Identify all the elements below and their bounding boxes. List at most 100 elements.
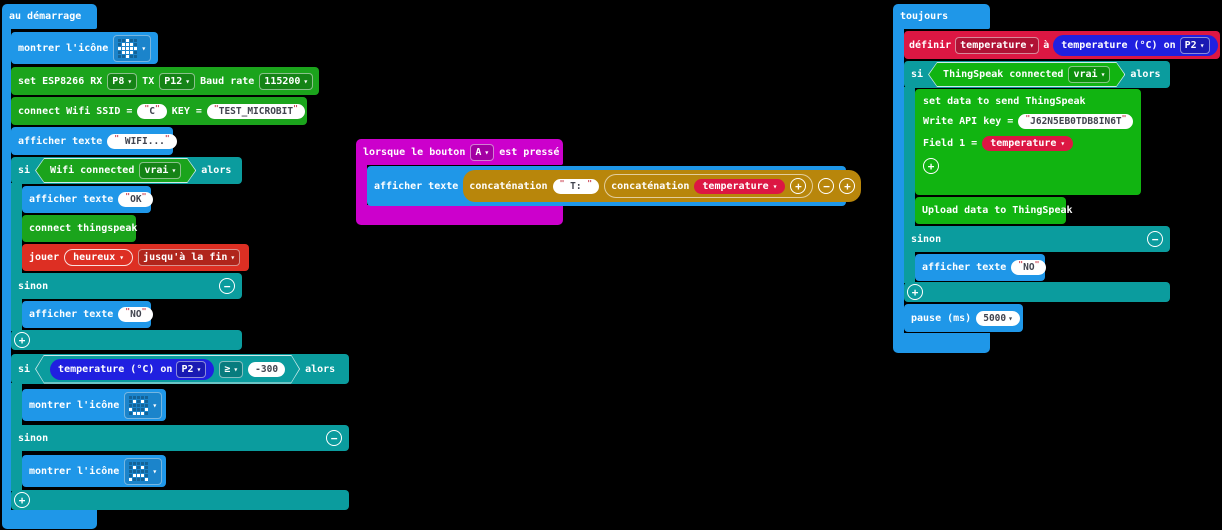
on-start-hat-block[interactable]: au démarrage [2,4,97,29]
else-row-wifi[interactable]: sinon [11,273,242,299]
show-text-wifi-block[interactable]: afficher texte WIFI... [11,127,177,155]
else-row-thingspeak[interactable]: sinon [904,226,1170,252]
show-icon-happy-block[interactable]: montrer l'icône [22,389,166,421]
chevron-down-icon [230,252,235,263]
collapse-else-icon[interactable] [326,430,342,446]
wifi-key-field[interactable]: TEST_MICROBIT [206,103,305,119]
chevron-down-icon [196,364,201,375]
api-key-label: Write API key = [923,116,1014,127]
icon-dropdown[interactable] [113,34,152,62]
icon-dropdown[interactable] [124,391,163,419]
join-inner-block[interactable]: concaténation temperature [604,174,814,198]
on-button-spine [356,163,367,207]
baud-rate-dropdown[interactable]: 115200 [259,72,314,90]
thingspeak-connected-label: ThingSpeak connected [943,69,1064,80]
api-key-field[interactable]: J62N5EB0TDB8IN6T [1018,114,1134,129]
temperature-sensor-value[interactable]: temperature (°C) on P2 [50,359,214,380]
show-icon-block[interactable]: montrer l'icône [11,32,158,64]
if-temp-block[interactable]: si temperature (°C) on P2 ≥ -300 alors [11,354,349,384]
icon-dropdown[interactable] [124,457,163,485]
collapse-else-icon[interactable] [1147,231,1163,247]
forever-hat-block[interactable]: toujours [893,4,990,29]
variable-dropdown[interactable]: temperature [982,136,1074,151]
happy-icon [129,395,149,415]
show-icon-sad-block[interactable]: montrer l'icône [22,455,166,487]
rx-pin-dropdown[interactable]: P8 [107,72,138,90]
set-label: définir [909,39,952,51]
text-field[interactable]: WIFI... [107,133,177,149]
add-branch-icon[interactable] [14,332,30,348]
add-branch-icon[interactable] [14,492,30,508]
pause-duration-dropdown[interactable]: 5000 [976,310,1020,326]
pressed-label: est pressé [499,146,560,158]
upload-data-block[interactable]: Upload data to ThingSpeak [915,197,1073,224]
number-field[interactable]: -300 [248,362,285,377]
vrai-dropdown[interactable]: vrai [139,162,181,179]
play-melody-block[interactable]: jouer heureux jusqu'à la fin [22,244,249,271]
on-start-label: au démarrage [9,11,82,22]
comparison-condition[interactable]: temperature (°C) on P2 ≥ -300 [35,355,300,384]
on-button-hat-block[interactable]: lorsque le bouton A est pressé [356,139,563,165]
chevron-down-icon [773,181,778,192]
wifi-connect-block[interactable]: connect Wifi SSID = C KEY = TEST_MICROBI… [11,97,307,125]
text-field[interactable]: T: [552,178,600,194]
esp-init-block[interactable]: set ESP8266 RX P8 TX P12 Baud rate 11520… [11,67,319,95]
chevron-down-icon [141,43,146,54]
chevron-down-icon [1029,40,1034,51]
show-text-label: afficher texte [922,262,1007,273]
chevron-down-icon [152,400,157,411]
set-variable-block[interactable]: définir temperature à temperature (°C) o… [904,31,1220,59]
ssid-field[interactable]: C [137,103,167,119]
chevron-down-icon [233,364,238,375]
text-field[interactable]: NO [1011,260,1047,275]
wifi-connected-label: Wifi connected [50,165,135,176]
thingspeak-connected-condition[interactable]: ThingSpeak connected vrai [928,62,1125,87]
variable-dropdown[interactable]: temperature [955,36,1040,54]
show-text-join-block[interactable]: afficher texte concaténation T: concatén… [367,166,862,206]
operator-dropdown[interactable]: ≥ [219,361,243,378]
if-wifi-block[interactable]: si Wifi connected vrai alors [11,157,242,184]
show-icon-label: montrer l'icône [29,399,120,411]
else-label: sinon [18,280,49,292]
show-text-ok-block[interactable]: afficher texte OK [22,186,154,213]
diamond-icon [118,38,138,58]
show-text-no-block[interactable]: afficher texte NO [915,254,1047,281]
pin-dropdown[interactable]: P2 [176,361,206,378]
temperature-sensor-value[interactable]: temperature (°C) on P2 [1053,34,1218,56]
add-branch-icon[interactable] [907,284,923,300]
show-text-no-block[interactable]: afficher texte NO [22,301,154,328]
variable-dropdown[interactable]: temperature [694,178,786,194]
show-icon-label: montrer l'icône [18,42,109,54]
add-string-icon[interactable] [839,178,856,194]
remove-string-icon[interactable] [818,178,835,194]
forever-label: toujours [900,11,949,22]
connect-thingspeak-block[interactable]: connect thingspeak [22,215,137,242]
text-field[interactable]: OK [118,192,154,207]
tx-pin-dropdown[interactable]: P12 [159,72,196,90]
add-string-icon[interactable] [790,178,807,194]
baud-label: Baud rate [200,75,255,87]
text-field[interactable]: NO [118,307,154,322]
else-row-temp[interactable]: sinon [11,425,349,451]
then-label: alors [305,363,336,375]
pause-block[interactable]: pause (ms) 5000 [904,304,1023,332]
wifi-key-label: KEY = [171,105,202,117]
melody-dropdown[interactable]: heureux [64,249,134,266]
if-thingspeak-block[interactable]: si ThingSpeak connected vrai alors [904,61,1170,88]
esp-init-label: set ESP8266 RX [18,75,103,87]
sad-icon [129,461,149,481]
on-button-label: lorsque le bouton [363,146,466,158]
pin-dropdown[interactable]: P2 [1179,36,1210,54]
play-mode-dropdown[interactable]: jusqu'à la fin [138,249,241,266]
collapse-else-icon[interactable] [219,278,235,294]
set-data-thingspeak-block[interactable]: set data to send ThingSpeak Write API ke… [915,89,1141,195]
if-thingspeak-spine [904,87,915,283]
join-outer-block[interactable]: concaténation T: concaténation temperatu… [463,170,862,202]
play-label: jouer [29,252,60,263]
chevron-down-icon [1101,69,1106,80]
button-dropdown[interactable]: A [470,143,495,161]
wifi-connected-condition[interactable]: Wifi connected vrai [35,158,196,183]
vrai-dropdown[interactable]: vrai [1068,66,1110,83]
add-field-icon[interactable] [923,158,939,174]
